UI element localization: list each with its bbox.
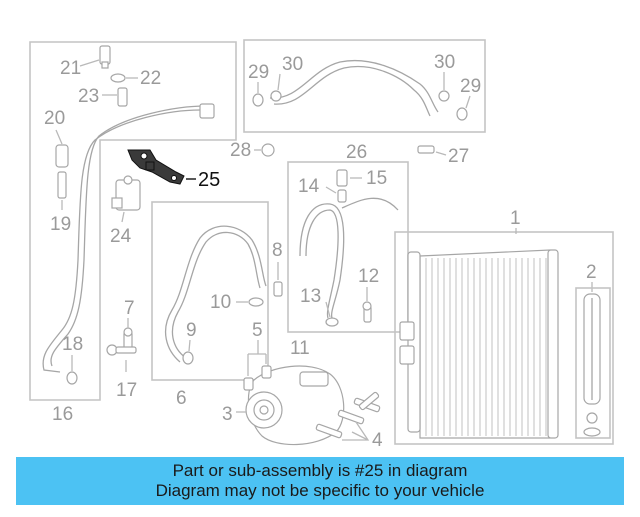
part-30-fitting-left <box>270 90 282 102</box>
label-part-20: 20 <box>44 108 65 129</box>
label-part-19: 19 <box>50 214 71 235</box>
part-30-fitting-right <box>438 90 450 102</box>
part-15-sensor <box>336 169 348 187</box>
label-part-29-right: 29 <box>460 76 481 97</box>
part-5-bolts <box>243 365 272 391</box>
part-17-bolt <box>106 344 137 356</box>
label-part-22: 22 <box>140 68 161 89</box>
section-box-11 <box>287 161 409 333</box>
part-4-bolts <box>315 391 381 439</box>
part-22-oring <box>110 73 126 83</box>
part-14-valve <box>337 189 347 203</box>
part-13-oring <box>325 317 339 327</box>
pipe-16-end-fitting <box>199 103 215 119</box>
part-12-bolt <box>362 301 372 323</box>
part-18-oring <box>66 371 78 385</box>
section-box-26 <box>243 39 486 133</box>
part-21-sensor <box>99 45 111 69</box>
pipe-26 <box>269 59 439 113</box>
section-box-6 <box>151 201 269 381</box>
section-box-16 <box>29 41 237 401</box>
part-29-oring-right <box>456 107 468 121</box>
label-part-23: 23 <box>78 86 99 107</box>
label-part-29-left: 29 <box>248 62 269 83</box>
label-part-4: 4 <box>372 430 383 451</box>
label-part-5: 5 <box>252 320 263 341</box>
label-part-6: 6 <box>176 388 187 409</box>
pipe-11 <box>299 203 345 319</box>
pipe-6 <box>164 225 267 363</box>
label-part-25: 25 <box>198 169 220 191</box>
info-banner: Part or sub-assembly is #25 in diagram D… <box>16 457 624 505</box>
label-part-30-left: 30 <box>282 54 303 75</box>
label-part-28: 28 <box>230 140 251 161</box>
label-part-15: 15 <box>366 168 387 189</box>
part-23-valve <box>117 87 128 107</box>
label-part-8: 8 <box>272 240 283 261</box>
label-part-10: 10 <box>210 292 231 313</box>
label-part-13: 13 <box>300 286 321 307</box>
part-28-nut <box>261 143 275 157</box>
label-part-27: 27 <box>448 146 469 167</box>
part-24-bracket <box>111 175 141 211</box>
label-part-1: 1 <box>510 208 521 229</box>
part-2-receiver-drier <box>583 293 601 437</box>
part-20-fitting <box>55 144 69 168</box>
part-9-oring <box>182 351 194 365</box>
label-part-16: 16 <box>52 404 73 425</box>
condenser-fins <box>425 258 547 436</box>
part-8-nut <box>273 281 283 297</box>
part-29-oring-left <box>252 93 264 107</box>
label-part-11: 11 <box>290 338 310 359</box>
label-part-2: 2 <box>586 262 597 283</box>
pipe-16 <box>42 109 201 373</box>
label-part-7: 7 <box>124 298 135 319</box>
label-part-30-right: 30 <box>434 52 455 73</box>
section-box-1 <box>394 231 614 445</box>
label-part-24: 24 <box>110 226 132 247</box>
banner-line-2: Diagram may not be specific to your vehi… <box>155 481 485 500</box>
label-part-3: 3 <box>222 404 233 425</box>
label-part-14: 14 <box>298 176 320 197</box>
label-part-26: 26 <box>346 142 367 163</box>
label-part-12: 12 <box>358 266 379 287</box>
part-27-bolt <box>417 145 435 154</box>
part-25-bracket-highlighted <box>127 149 185 185</box>
label-part-17: 17 <box>116 380 137 401</box>
part-19-connector <box>57 171 67 199</box>
label-part-9: 9 <box>186 320 197 341</box>
section-box-2 <box>575 287 611 439</box>
banner-line-1: Part or sub-assembly is #25 in diagram <box>172 461 468 480</box>
label-part-18: 18 <box>62 334 83 355</box>
part-10-oring <box>248 297 264 307</box>
part-1-condenser <box>399 249 559 439</box>
label-part-21: 21 <box>60 58 81 79</box>
